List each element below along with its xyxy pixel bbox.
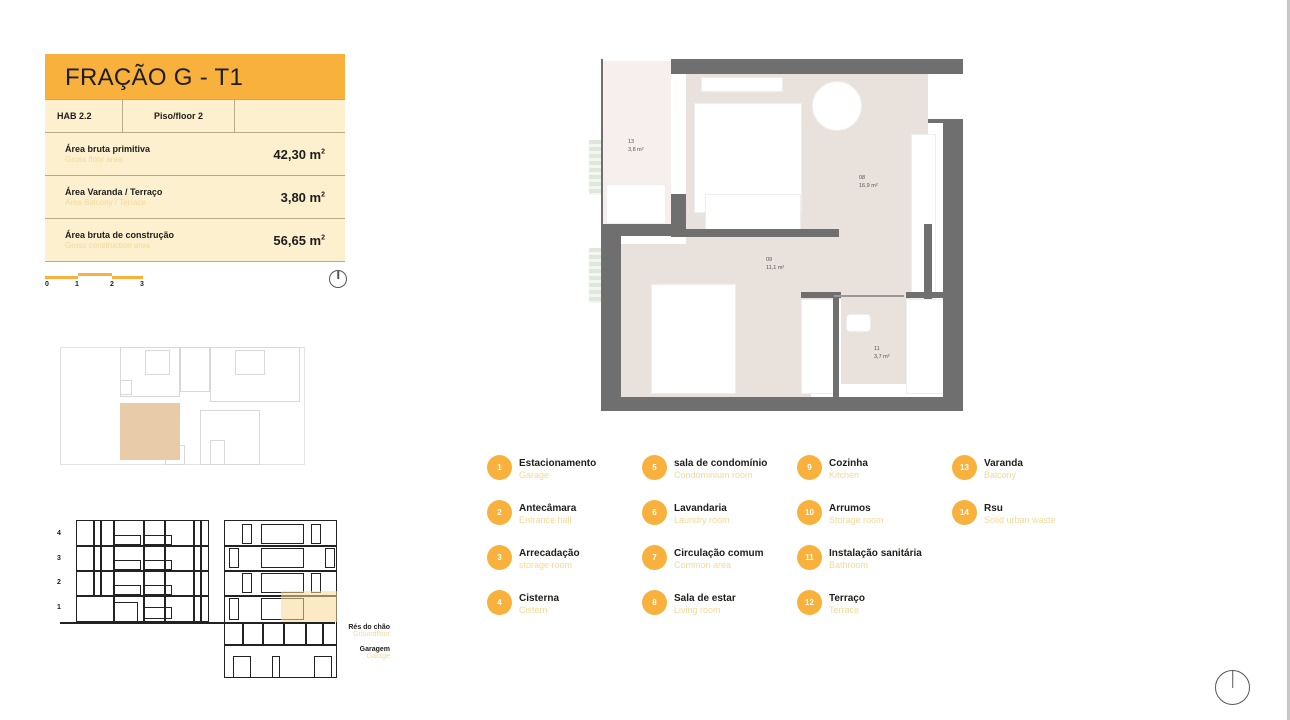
unit-highlight [120, 403, 180, 460]
unit-meta-row: HAB 2.2 Piso/floor 2 [45, 99, 345, 133]
unit-title: FRAÇÃO G - T1 [45, 54, 345, 99]
hab-code: HAB 2.2 [45, 100, 123, 132]
room-bathroom [841, 299, 906, 384]
area-label: Área Varanda / Terraço [65, 187, 163, 197]
area-value: 3,80 m2 [280, 189, 325, 205]
page-edge [1287, 0, 1290, 720]
room-living-lower [811, 229, 928, 299]
scale-bar: 0 1 2 3 [45, 270, 145, 292]
planter [589, 140, 601, 195]
planter [589, 248, 601, 303]
area-label-en: Area Balcony / Terrace [65, 198, 146, 207]
empty-cell [235, 100, 345, 132]
area-label: Área bruta de construção [65, 230, 175, 240]
area-label-en: Gross floor area [65, 155, 123, 164]
area-value: 56,65 m2 [273, 232, 325, 248]
site-plan [60, 340, 310, 465]
north-arrow-icon [1215, 670, 1250, 705]
floor-label: Piso/floor 2 [123, 100, 235, 132]
area-label-en: Gross construction area [65, 241, 150, 250]
area-value: 42,30 m2 [273, 146, 325, 162]
area-label: Área bruta primitiva [65, 144, 151, 154]
north-arrow-icon [329, 270, 347, 288]
unit-info-card: FRAÇÃO G - T1 HAB 2.2 Piso/floor 2 Área … [45, 54, 345, 262]
unit-elevation-highlight [281, 591, 337, 622]
